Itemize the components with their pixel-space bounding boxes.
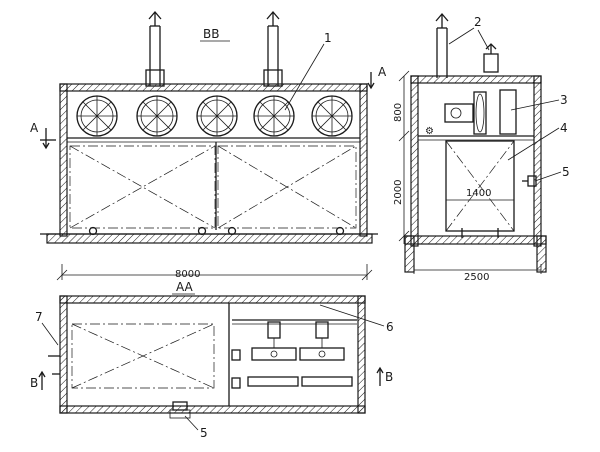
callout-2: 2: [474, 15, 482, 29]
floor-slab: [46, 233, 373, 244]
section-mark-b-right: B: [385, 370, 393, 384]
side-right-wall: [533, 75, 542, 247]
plan-left-wall: [59, 295, 68, 414]
length-dimension: 8000: [56, 264, 373, 281]
arrow-up-icon: [266, 11, 280, 26]
arrow-up-icon: [148, 11, 162, 26]
section-mark-b-left: B: [30, 376, 38, 390]
dimension-height-lower: 2000: [393, 180, 404, 205]
roof-wall: [59, 83, 368, 92]
callout-3: 3: [560, 93, 568, 107]
arrow-up-icon: [485, 43, 497, 54]
exhaust-pipe-side: [435, 13, 499, 78]
right-wall: [359, 83, 368, 237]
exhaust-pipe-left: [145, 11, 165, 87]
fan-icon: [136, 95, 178, 137]
valve-icon: ⚙: [425, 126, 434, 137]
callout-1: 1: [324, 31, 332, 45]
side-view: ⚙ 1400 800 2000 2500: [393, 13, 547, 283]
section-aa-title: AA: [176, 280, 194, 294]
section-mark-a-right: A: [378, 65, 387, 79]
callout-6: 6: [386, 320, 394, 334]
container: [445, 140, 515, 232]
motor: [444, 103, 474, 123]
section-bb-title: BB: [203, 27, 219, 41]
callout-7: 7: [35, 310, 43, 324]
compartment-left: [69, 145, 216, 229]
fan-icon: [311, 95, 353, 137]
plan-top-wall: [59, 295, 366, 304]
compartment-right: [217, 145, 357, 229]
callouts: 1 2 3 4 5 6 7 5: [35, 15, 570, 440]
dimension-height-upper: 800: [393, 103, 404, 122]
callout-5-bottom: 5: [200, 426, 208, 440]
left-wall: [59, 83, 68, 237]
fan-icon: [76, 95, 118, 137]
fan-icon: [196, 95, 238, 137]
fan-icon: [253, 95, 295, 137]
plan-right-wall: [357, 295, 366, 414]
arrow-up-icon: [435, 13, 449, 28]
dimension-length: 8000: [175, 269, 200, 280]
callout-5: 5: [562, 165, 570, 179]
plan-bottom-wall: [59, 405, 366, 414]
section-mark-a-left: A: [30, 121, 39, 135]
pump-unit: [251, 321, 297, 361]
plan-compartment: [71, 323, 215, 389]
plan-view-aa: AA: [30, 280, 393, 419]
pump-unit: [299, 321, 345, 361]
side-roof: [410, 75, 542, 84]
callout-4: 4: [560, 121, 568, 135]
side-floor: [404, 235, 547, 245]
front-view-bb: BB: [30, 11, 387, 244]
fan-row: [76, 95, 353, 137]
dimension-width: 2500: [464, 272, 489, 283]
side-left-wall: [410, 75, 419, 247]
container-width-label: 1400: [466, 188, 491, 199]
exhaust-pipe-right: [263, 11, 283, 87]
fan-housing: [473, 91, 487, 135]
